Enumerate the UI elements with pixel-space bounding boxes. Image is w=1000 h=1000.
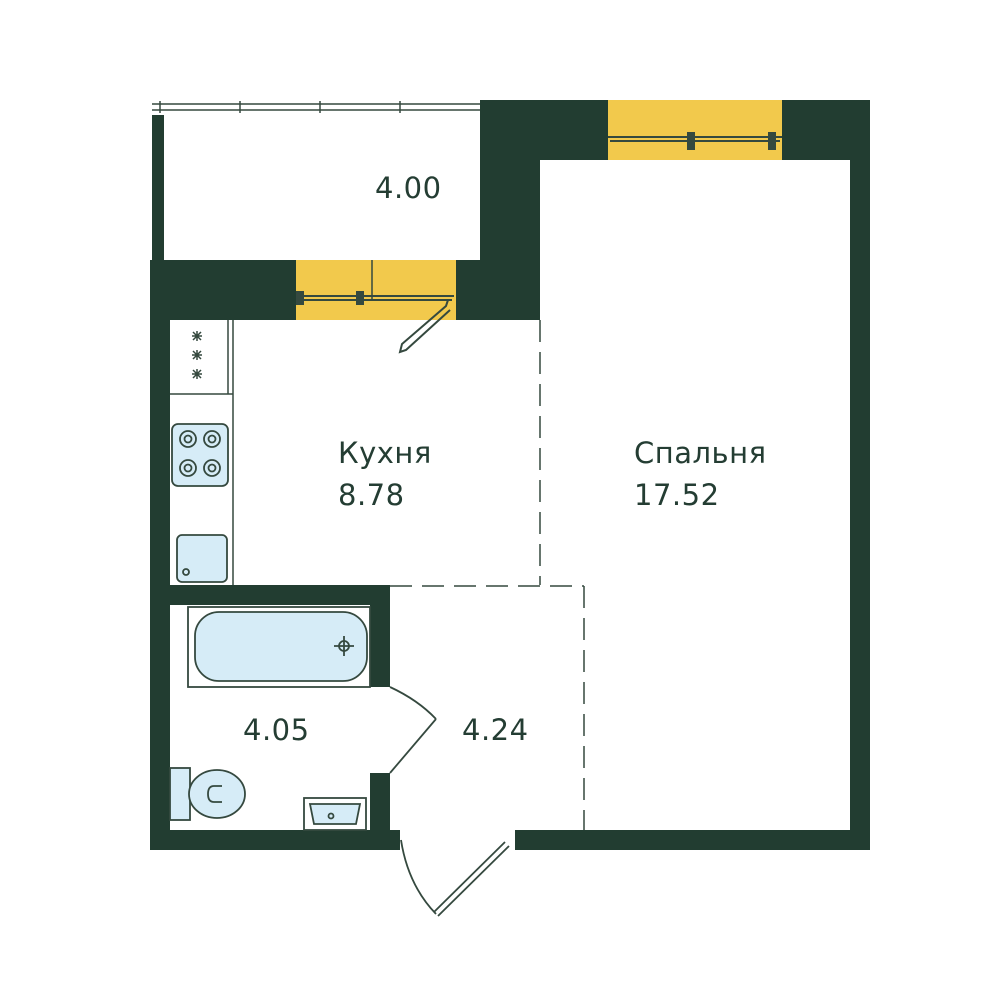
toilet-icon xyxy=(169,767,246,821)
washbasin-icon xyxy=(303,797,367,831)
bottom-left-wall xyxy=(150,830,400,850)
bottom-right-wall xyxy=(515,830,870,850)
walls xyxy=(150,100,870,850)
open-partitions xyxy=(390,320,585,830)
door-icon xyxy=(389,686,437,774)
kitchen-top-right-wall xyxy=(456,260,540,320)
door-icon xyxy=(398,299,451,354)
balcony-left-wall xyxy=(152,115,164,260)
bedroom-area: 17.52 xyxy=(634,478,720,512)
sink-icon xyxy=(176,534,228,583)
top-right-wall xyxy=(782,100,870,160)
kitchen-area: 8.78 xyxy=(338,478,405,512)
hallway-area: 4.24 xyxy=(462,713,529,747)
center-top-block xyxy=(480,100,608,160)
stove-icon xyxy=(171,423,229,487)
kitchen-top-left-wall xyxy=(150,260,296,320)
right-outer-wall xyxy=(850,160,870,850)
balcony-rail xyxy=(152,101,480,113)
counter-marks xyxy=(192,331,202,379)
window-icon xyxy=(296,260,456,320)
bath-hall-wall-lower xyxy=(370,773,390,833)
kitchen-name: Кухня xyxy=(338,436,432,470)
bathtub-icon xyxy=(187,606,371,688)
kitchen-counter xyxy=(170,320,234,585)
kitchen-bath-wall xyxy=(150,585,390,605)
door-icon xyxy=(400,839,510,917)
window-icon xyxy=(608,100,782,160)
bathroom-area: 4.05 xyxy=(243,713,310,747)
bath-hall-wall-upper xyxy=(370,605,390,687)
balcony-area: 4.00 xyxy=(375,171,442,205)
bedroom-name: Спальня xyxy=(634,436,767,470)
